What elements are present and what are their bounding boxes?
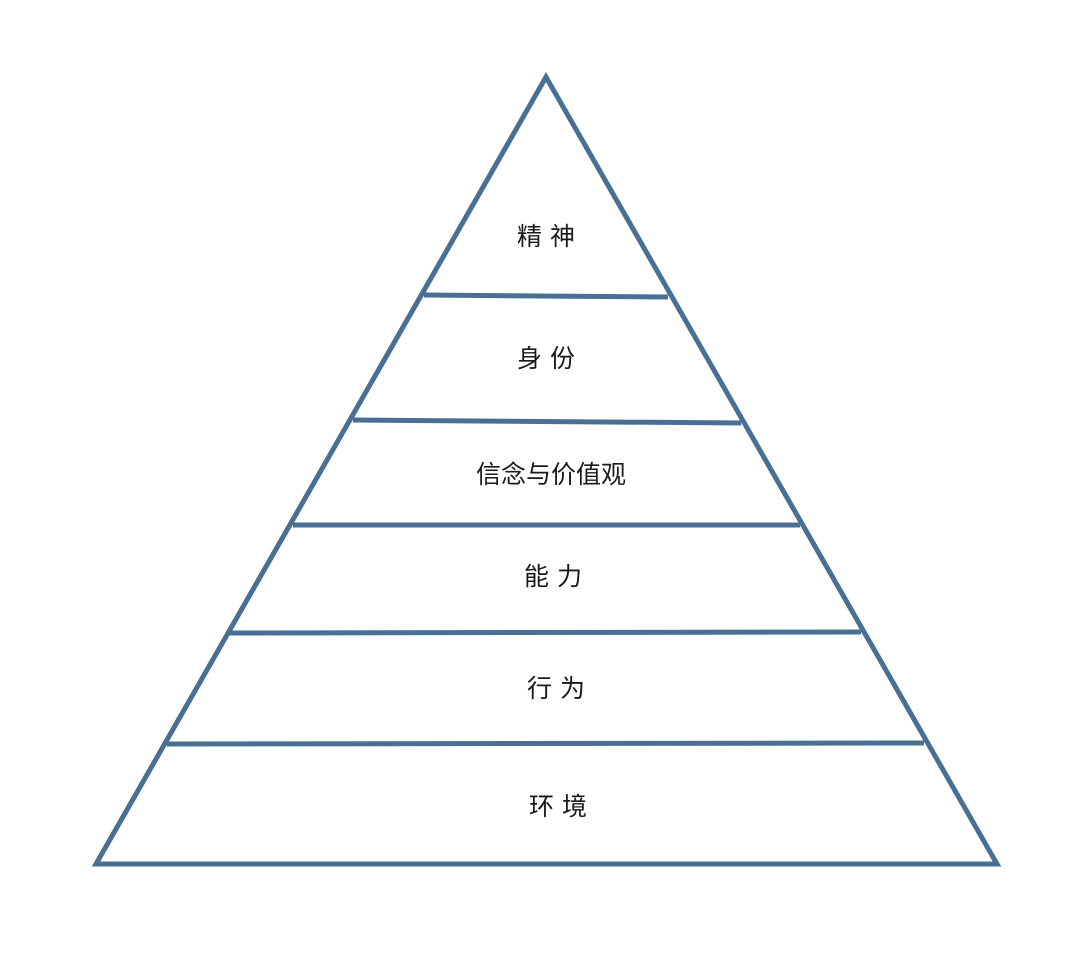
divider-line-4 bbox=[229, 629, 862, 636]
divider-line-2 bbox=[352, 417, 742, 426]
pyramid-outline bbox=[91, 71, 1002, 867]
layer-label-identity: 身 份 bbox=[517, 344, 575, 373]
divider-line-1 bbox=[423, 292, 669, 300]
layer-label-capability: 能 力 bbox=[524, 562, 582, 591]
divider-line-5 bbox=[166, 740, 925, 747]
layer-label-beliefs-values: 信念与价值观 bbox=[476, 460, 626, 489]
layer-label-spirit: 精 神 bbox=[517, 222, 575, 251]
layer-label-behavior: 行 为 bbox=[527, 674, 585, 703]
layer-label-environment: 环 境 bbox=[529, 792, 587, 821]
